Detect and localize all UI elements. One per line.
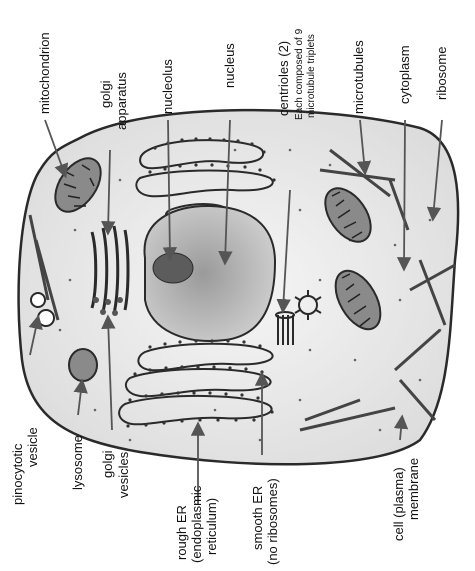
label-cell-membrane-1: cell (plasma) <box>391 467 406 541</box>
lysosome <box>69 349 97 381</box>
label-microtubules: microtubules <box>351 40 366 114</box>
label-rough-er-1: rough ER <box>174 505 189 560</box>
label-ribosome: ribosome <box>434 47 449 100</box>
label-golgi-vesicles-2: vesicles <box>116 451 131 498</box>
label-nucleolus: nucleolus <box>160 59 175 114</box>
label-golgi-apparatus-1: golgi <box>98 80 113 108</box>
label-centrioles: centrioles (2) <box>276 41 291 116</box>
label-pinocytotic-1: pinocytotic <box>10 443 25 505</box>
label-cytoplasm: cytoplasm <box>397 45 412 104</box>
label-smooth-er-2: (no ribosomes) <box>265 478 280 565</box>
label-nucleus: nucleus <box>222 43 237 88</box>
label-lysosome: lysosome <box>70 435 85 490</box>
label-pinocytotic-2: vesicle <box>25 427 40 467</box>
label-golgi-apparatus-2: apparatus <box>114 72 129 130</box>
label-rough-er-3: reticulum) <box>204 498 219 555</box>
nucleolus <box>153 253 193 283</box>
label-smooth-er-1: smooth ER <box>250 486 265 550</box>
label-golgi-vesicles-1: golgi <box>100 450 115 478</box>
label-centrioles-note-1: Each composed of 9 <box>294 28 305 120</box>
label-centrioles-note-2: microtubule triplets <box>306 34 317 118</box>
label-cell-membrane-2: membrane <box>406 458 421 520</box>
label-mitochondrion: mitochondrion <box>37 32 52 114</box>
label-rough-er-2: (endoplasmic <box>189 485 204 563</box>
